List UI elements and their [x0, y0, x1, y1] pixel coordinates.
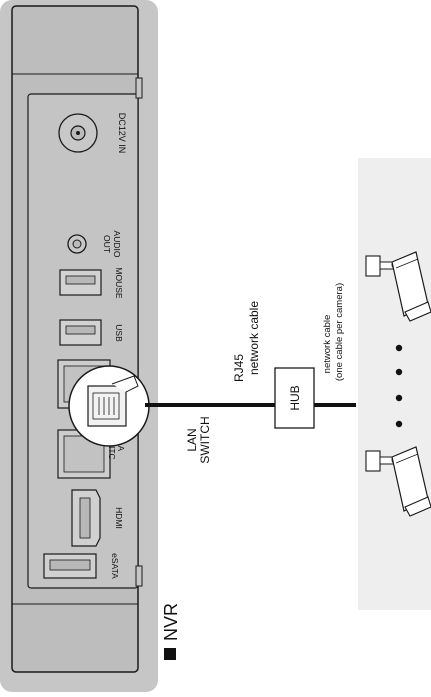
camera-cable-label-1: network cable — [322, 315, 333, 374]
rj45-label-1: RJ45 — [232, 354, 246, 382]
camera-panel — [358, 158, 431, 610]
audio-out-label-2: OUT — [102, 235, 112, 253]
dc-in-label: DC12V IN — [117, 113, 127, 154]
ellipsis-dots-icon — [395, 344, 403, 428]
rj45-plug-icon — [68, 365, 150, 447]
panel-tab-bottom — [135, 565, 143, 587]
legend-square-icon — [164, 648, 176, 660]
lan-switch-label-1: LAN — [185, 428, 199, 451]
panel-tab-top — [135, 77, 143, 99]
nvr-title: NVR — [161, 603, 181, 641]
lan-port-label-1: LA — [116, 441, 126, 452]
hub-box — [274, 367, 315, 429]
ip-camera-icon — [365, 251, 431, 322]
lan-switch-label-2: SWITCH — [198, 416, 212, 463]
mouse-port-label: MOUSE — [114, 267, 124, 299]
ip-camera-icon — [365, 446, 431, 517]
nvr-device: DC12V IN AUDIO OUT MOUSE USB ET LA SWITC… — [0, 0, 158, 692]
rj45-label-2: network cable — [247, 301, 261, 375]
esata-port-label: eSATA — [110, 553, 120, 579]
camera-cable-label-2: (one cable per camera) — [334, 283, 345, 381]
hub-label: HUB — [288, 385, 302, 410]
audio-out-label-1: AUDIO — [112, 231, 122, 258]
usb-port-label: USB — [114, 324, 124, 342]
hdmi-port-label: HDMI — [114, 507, 124, 529]
